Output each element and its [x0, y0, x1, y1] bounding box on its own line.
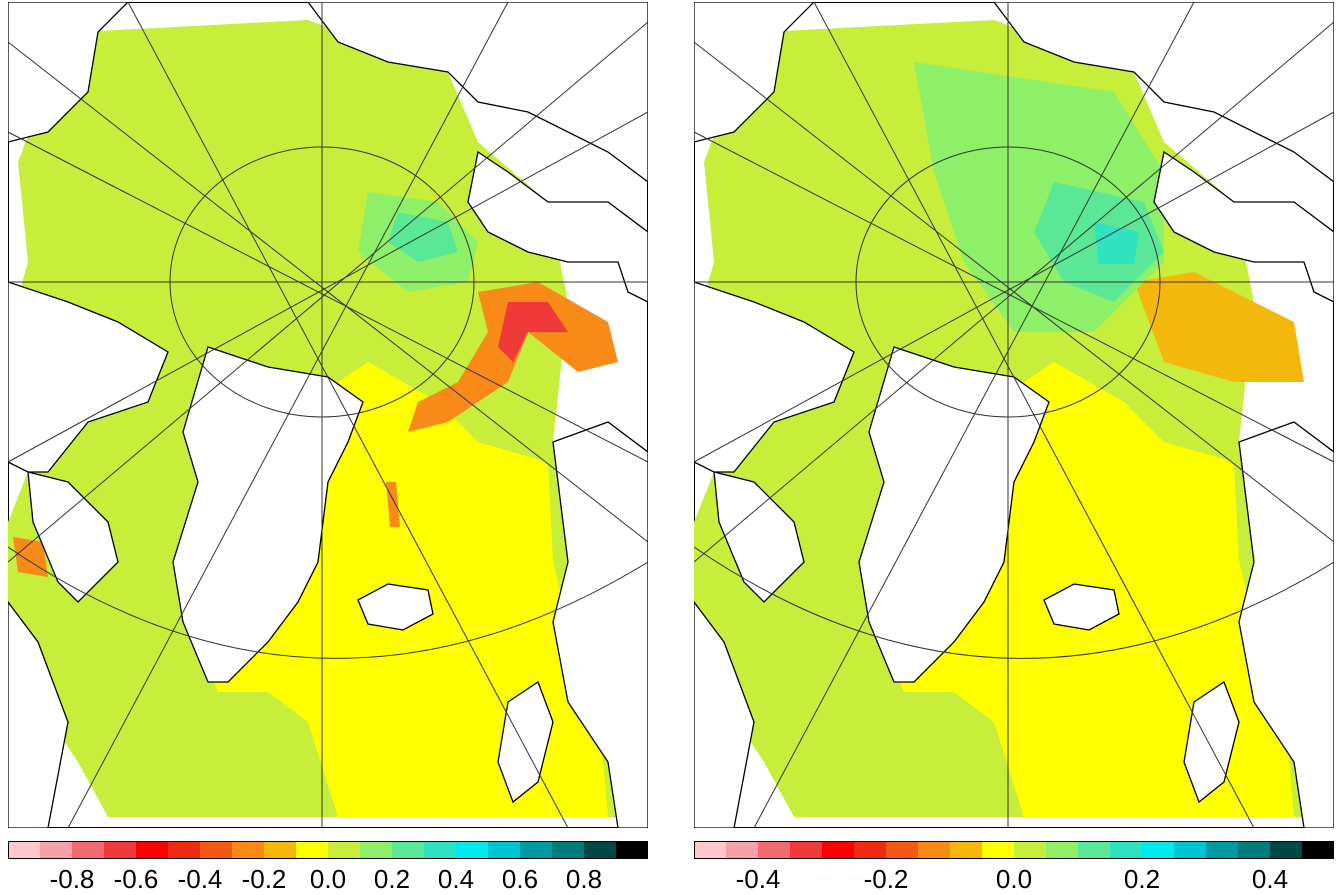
colorbar-swatch	[264, 841, 297, 859]
colorbar-tick-label: -0.4	[735, 864, 781, 894]
colorbar-swatch	[520, 841, 553, 859]
colorbar-swatch	[40, 841, 73, 859]
colorbar-swatch	[1174, 841, 1207, 859]
colorbar-swatch	[392, 841, 425, 859]
colorbar-swatch	[758, 841, 791, 859]
colorbar-frame	[694, 841, 1334, 859]
colorbar-swatch	[886, 841, 919, 859]
colorbar-right	[694, 841, 1334, 859]
labrador-land	[694, 600, 755, 828]
arctic-map-left	[8, 2, 648, 828]
uk-land	[1183, 681, 1240, 804]
colorbar-swatch	[72, 841, 105, 859]
colorbar-swatch	[104, 841, 137, 859]
graticule	[8, 2, 648, 828]
barents-positive-anomaly	[1134, 272, 1304, 382]
eurasia-north-land	[1153, 150, 1334, 303]
latitude-circle-outer	[8, 546, 648, 659]
arctic-map-right	[694, 2, 1334, 828]
barents-core-anomaly	[498, 302, 568, 362]
colorbar-swatch	[1270, 841, 1303, 859]
colorbar-swatch	[854, 841, 887, 859]
colorbar-tick-label: -0.2	[863, 864, 909, 894]
graticule	[694, 2, 1334, 828]
map-panel-left: -0.8 -0.6 -0.4 -0.2 0.0 0.2 0.4 0.6 0.8	[0, 0, 650, 895]
colorbar-swatch	[296, 841, 329, 859]
colorbar-tick-label: -0.6	[113, 864, 159, 894]
greenland-land	[858, 346, 1050, 683]
siberia-land	[307, 2, 648, 183]
colorbar-swatch	[1014, 841, 1047, 859]
iceland-land	[357, 583, 434, 631]
iceland-land	[1043, 583, 1120, 631]
colorbar-swatch	[168, 841, 201, 859]
colorbar-swatch	[1206, 841, 1239, 859]
north-america-land	[8, 281, 169, 473]
colorbar-swatch	[790, 841, 823, 859]
colorbar-swatch	[552, 841, 585, 859]
latitude-circle-outer	[694, 546, 1334, 659]
colorbar-ticks-right: -0.4 -0.2 0.0 0.2 0.4	[694, 860, 1334, 894]
colorbar-tick-label: -0.8	[49, 864, 95, 894]
canada-archipelago-land	[8, 2, 129, 143]
colorbar-frame	[8, 841, 648, 859]
colorbar-swatch	[8, 841, 41, 859]
colorbar-swatch	[1046, 841, 1079, 859]
colorbar-swatch	[694, 841, 727, 859]
colorbar-tick-label: 0.2	[373, 864, 411, 894]
colorbar-swatch	[822, 841, 855, 859]
ocean-cyan-core	[1094, 222, 1139, 264]
colorbar-tick-label: 0.4	[437, 864, 475, 894]
colorbar-tick-label: 0.0	[995, 864, 1033, 894]
colorbar-swatch	[1078, 841, 1111, 859]
colorbar-swatch	[456, 841, 489, 859]
colorbar-swatch	[950, 841, 983, 859]
colorbar-tick-label: 0.8	[565, 864, 603, 894]
colorbar-swatch	[584, 841, 617, 859]
siberia-land	[993, 2, 1334, 183]
colorbar-swatch	[1142, 841, 1175, 859]
colorbar-tick-label: 0.6	[501, 864, 539, 894]
eurasia-north-land	[467, 150, 648, 303]
colorbar-swatch	[360, 841, 393, 859]
colorbar-swatch	[1110, 841, 1143, 859]
colorbar-swatch	[616, 841, 648, 859]
colorbar-swatch	[136, 841, 169, 859]
colorbar-tick-label: -0.2	[241, 864, 287, 894]
colorbar-swatch	[328, 841, 361, 859]
baffin-land	[713, 471, 805, 603]
colorbar-swatch	[1238, 841, 1271, 859]
colorbar-swatch	[982, 841, 1015, 859]
colorbar-swatch	[424, 841, 457, 859]
colorbar-swatch	[488, 841, 521, 859]
map-panel-right: -0.4 -0.2 0.0 0.2 0.4	[686, 0, 1336, 895]
greenland-land	[172, 346, 364, 683]
north-america-land	[694, 281, 855, 473]
colorbar-left	[8, 841, 648, 859]
canada-archipelago-land	[694, 2, 815, 143]
colorbar-swatch	[1302, 841, 1334, 859]
colorbar-swatch	[232, 841, 265, 859]
colorbar-tick-label: 0.2	[1123, 864, 1161, 894]
colorbar-swatch	[726, 841, 759, 859]
labrador-land	[8, 600, 69, 828]
uk-land	[497, 681, 554, 804]
colorbar-swatch	[918, 841, 951, 859]
baffin-land	[27, 471, 119, 603]
colorbar-tick-label: 0.4	[1251, 864, 1289, 894]
colorbar-swatch	[200, 841, 233, 859]
colorbar-tick-label: -0.4	[177, 864, 223, 894]
ocean-blue-patch	[388, 212, 458, 262]
colorbar-tick-label: 0.0	[309, 864, 347, 894]
colorbar-ticks-left: -0.8 -0.6 -0.4 -0.2 0.0 0.2 0.4 0.6 0.8	[8, 860, 648, 894]
